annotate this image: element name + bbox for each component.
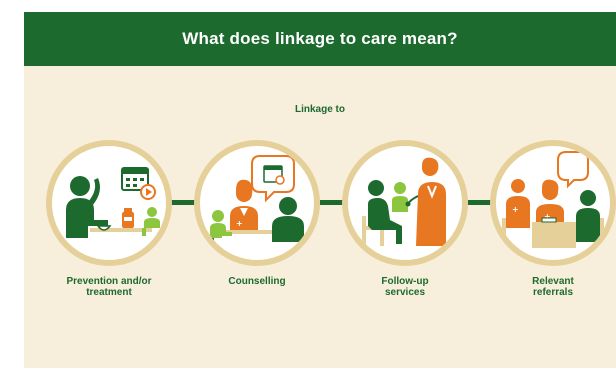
svg-text:+: +	[512, 205, 519, 214]
step-label-referrals-line1: Relevant	[532, 276, 574, 287]
step-label-referrals: Relevant referrals	[483, 276, 616, 298]
svg-text:+: +	[544, 212, 551, 221]
step-label-follow-up: Follow-up services	[335, 276, 475, 298]
connector-line-2	[320, 200, 348, 205]
step-label-prevention-line1: Prevention and/or	[66, 276, 152, 287]
step-label-prevention: Prevention and/or treatment	[39, 276, 179, 298]
prevention-treatment-icon	[66, 167, 160, 238]
header-bar: What does linkage to care mean?	[24, 12, 616, 66]
page-title: What does linkage to care mean?	[182, 29, 458, 48]
step-circle-prevention	[46, 140, 172, 266]
step-label-referrals-line2: referrals	[532, 287, 574, 298]
infographic-panel: What does linkage to care mean? Linkage …	[24, 12, 616, 368]
follow-up-services-icon	[362, 157, 446, 246]
subtitle: Linkage to	[294, 104, 345, 115]
step-circle-referrals: + +	[490, 140, 616, 266]
svg-text:+: +	[236, 219, 243, 228]
connector-line-3	[468, 200, 496, 205]
connector-line-1	[170, 200, 198, 205]
step-label-counselling: Counselling	[187, 276, 327, 287]
step-label-follow-up-line1: Follow-up	[381, 276, 429, 287]
step-label-counselling-line1: Counselling	[228, 276, 286, 287]
step-circle-follow-up	[342, 140, 468, 266]
step-label-prevention-line2: treatment	[86, 287, 132, 298]
referrals-icon: + +	[502, 151, 604, 248]
step-circle-counselling: +	[194, 140, 320, 266]
counselling-icon: +	[210, 155, 304, 244]
step-label-follow-up-line2: services	[384, 287, 426, 298]
